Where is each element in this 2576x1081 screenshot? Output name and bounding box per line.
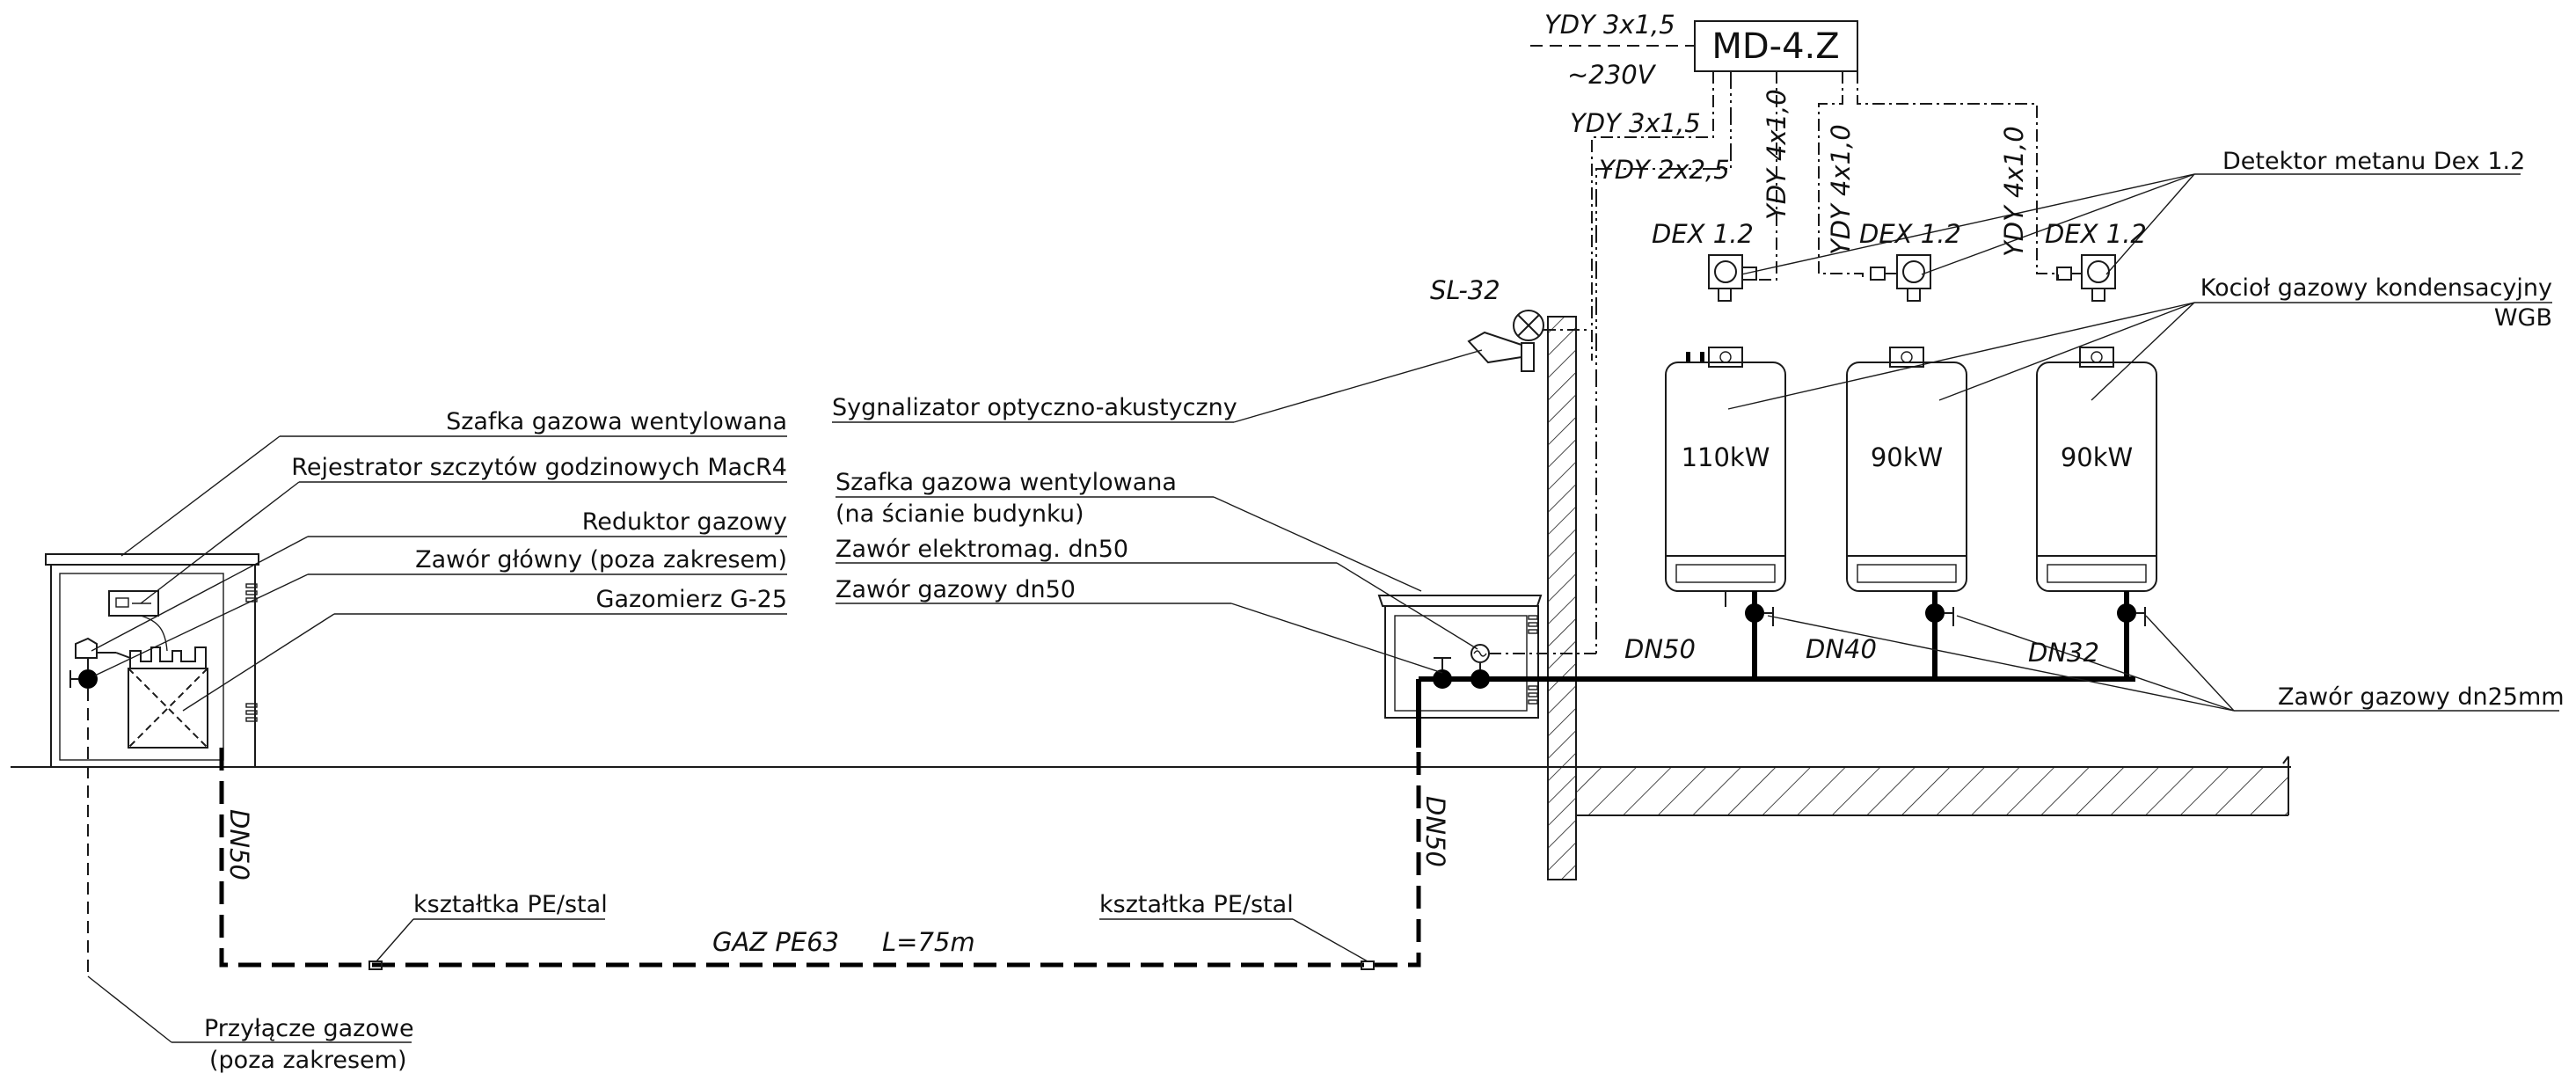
cable-out2-label: YDY 2x2,5 [1599,155,1730,185]
callout-fitting-left: kształtka PE/stal [413,891,608,918]
boiler-2 [1846,347,1967,592]
callout-cabinet-vent: Szafka gazowa wentylowana [446,408,787,435]
boiler-power-2: 90kW [1871,442,1943,472]
detector-label-3: DEX 1.2 [2045,219,2147,249]
gas-valve-dn50 [1416,657,1576,748]
voltage-label: ~230V [1567,60,1657,90]
detector-cable-label-2: YDY 4x1,0 [1826,124,1856,255]
pipe-label-main: GAZ PE63 [712,927,839,957]
detector-label-1: DEX 1.2 [1652,219,1754,249]
callout-detector: Detektor metanu Dex 1.2 [2222,148,2525,175]
pe-gas-pipe [219,748,1421,968]
detector-cable-label-1: YDY 4x1,0 [1762,89,1792,220]
cable-detector-1 [1759,71,1777,281]
pipe-label-dn32: DN32 [2028,638,2099,668]
controller-label: MD-4.Z [1711,26,1839,67]
callout-meter: Gazomierz G-25 [596,586,787,613]
signaler-sl32 [1467,310,1590,372]
boiler-power-1: 110kW [1682,442,1770,472]
callout-cabinet-wall-2: (na ścianie budynku) [836,500,1084,528]
pipe-label-dn40: DN40 [1806,634,1877,664]
pipe-label-length: L=75m [882,927,975,957]
callout-fitting-right: kształtka PE/stal [1099,891,1294,918]
callout-solenoid: Zawór elektromag. dn50 [836,536,1128,563]
gas-reducer [75,637,131,659]
pipe-label-dn50: DN50 [1624,634,1696,664]
callout-connection-1: Przyłącze gazowe [204,1015,414,1042]
callout-recorder: Rejestrator szczytów godzinowych MacR4 [291,454,787,481]
cable-to-signaler [1591,71,1714,361]
callout-boiler-2: WGB [2494,304,2552,332]
callout-boiler-1: Kocioł gazowy kondensacyjny [2200,274,2552,302]
detector-cable-label-3: YDY 4x1,0 [1999,126,2029,257]
callout-valve-50: Zawór gazowy dn50 [836,576,1076,603]
pipe-label-dn50-vert-left: DN50 [224,809,254,880]
cable-out1-label: YDY 3x1,5 [1570,108,1701,138]
leader-lines [91,173,2559,1043]
callout-reducer: Reduktor gazowy [582,508,787,536]
floor-slab [1576,756,2289,816]
cable-in-label: YDY 3x1,5 [1544,10,1675,40]
callout-main-valve: Zawór główny (poza zakresem) [415,546,787,573]
solenoid-valve-dn50 [1470,644,1596,689]
boiler-power-3: 90kW [2061,442,2133,472]
signaler-label: SL-32 [1430,275,1500,305]
boiler-branch-3 [2117,591,2146,679]
callout-connection-2: (poza zakresem) [209,1047,406,1074]
callout-signaler: Sygnalizator optyczno-akustyczny [832,394,1237,421]
pe-steel-fitting-left [369,960,383,970]
ventilated-gas-cabinet [45,553,259,768]
boiler-1 [1665,347,1786,607]
boiler-3 [2036,347,2157,592]
methane-detector-2 [1870,254,1931,302]
pipe-label-dn50-vert-right: DN50 [1420,796,1450,867]
cable-to-valve [1595,71,1732,654]
main-valve-left [69,658,98,689]
callout-cabinet-wall-1: Szafka gazowa wentylowana [836,469,1177,496]
boiler-branch-1 [1745,591,1774,679]
detector-label-2: DEX 1.2 [1859,219,1961,249]
peak-recorder-macr4 [108,590,168,652]
cable-detector-2 [1818,71,1864,280]
ventilated-gas-cabinet-wall [1377,595,1543,719]
controller-md4z: MD-4.Z [1694,20,1858,72]
gas-meter-g25 [128,646,208,749]
methane-detector-1 [1708,254,1757,302]
building-wall [1547,316,1577,880]
boiler-branch-2 [1925,591,1954,679]
methane-detector-3 [2056,254,2116,302]
callout-valve-25: Zawór gazowy dn25mm [2278,683,2565,711]
